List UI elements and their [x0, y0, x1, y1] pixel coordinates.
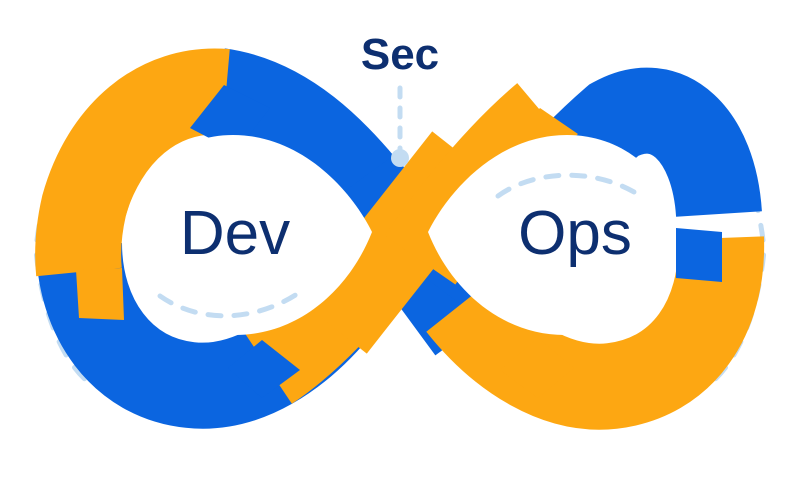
sec-label: Sec [360, 30, 440, 79]
chevron-right-icon [676, 228, 722, 282]
orange-right-lower-arc [426, 236, 765, 430]
dev-label: Dev [179, 199, 291, 268]
inner-arc-left-icon [157, 289, 303, 319]
loop-eyes [124, 135, 676, 335]
chevron-top-left-icon [190, 85, 270, 152]
chevron-bottom-right-icon [500, 338, 574, 398]
chevron-bottom-centre-left-icon [228, 340, 300, 398]
sec-connector [391, 85, 409, 167]
right-eye [428, 135, 676, 335]
ops-label: Ops [518, 199, 632, 268]
sec-connector-dot-icon [391, 149, 409, 167]
left-eye [124, 135, 372, 335]
orange-left-upper-arc [35, 48, 230, 277]
chevron-bottom-left-icon [76, 268, 124, 320]
